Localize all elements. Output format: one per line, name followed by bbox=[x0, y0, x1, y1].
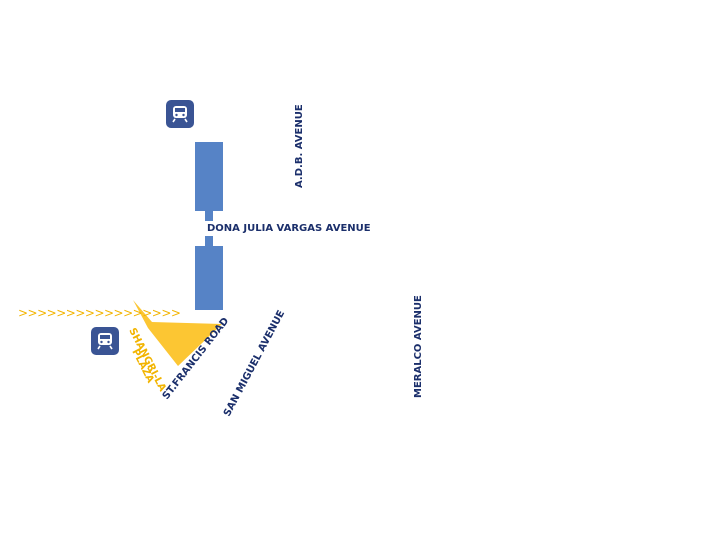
rail-block-south bbox=[195, 246, 223, 310]
rail-block-north bbox=[195, 142, 223, 211]
road-label-julia-vargas-avenue: DONA JULIA VARGAS AVENUE bbox=[207, 223, 371, 234]
approach-chevrons-icon: >>>>>>>>>>>>>>>>> bbox=[18, 306, 180, 320]
road-label-meralco-avenue: MERALCO AVENUE bbox=[413, 295, 424, 398]
rail-structure bbox=[195, 142, 223, 310]
shangrila-plaza-area bbox=[133, 300, 222, 366]
road-label-adb-avenue: A.D.B. AVENUE bbox=[294, 104, 305, 188]
rail-connector-south bbox=[205, 236, 213, 246]
train-icon[interactable] bbox=[166, 100, 194, 128]
rail-connector-north bbox=[205, 211, 213, 221]
road-label-san-miguel-avenue: SAN MIGUEL AVENUE bbox=[222, 309, 287, 419]
train-icon[interactable] bbox=[91, 327, 119, 355]
